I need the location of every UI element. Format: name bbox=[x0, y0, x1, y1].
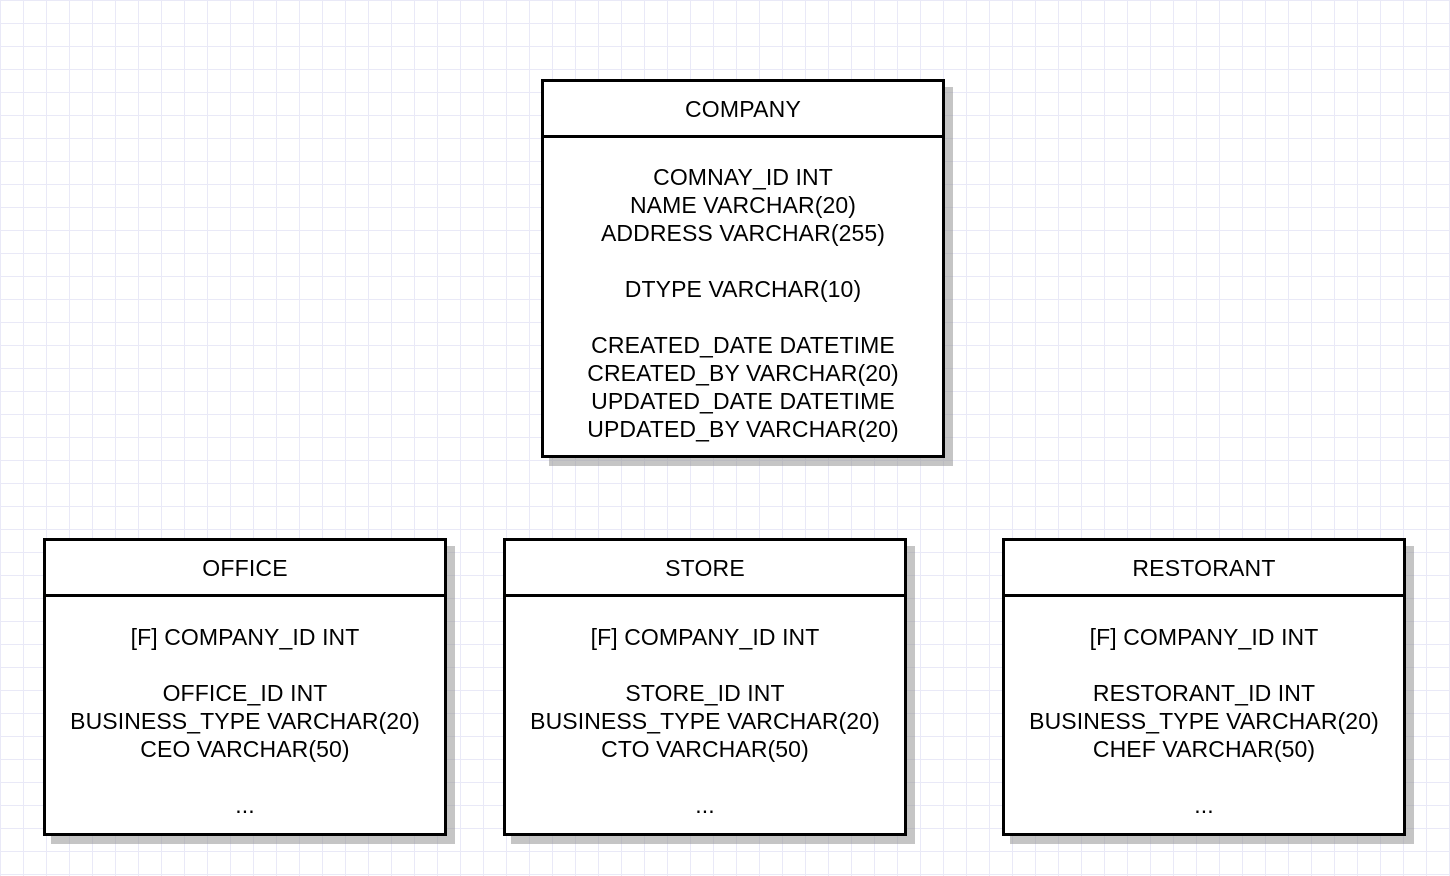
entity-body-restorant: [F] COMPANY_ID INT RESTORANT_ID INT BUSI… bbox=[1005, 597, 1403, 833]
entity-box-office[interactable]: OFFICE [F] COMPANY_ID INT OFFICE_ID INT … bbox=[43, 538, 447, 836]
entity-title-store: STORE bbox=[665, 554, 745, 581]
entity-title-company: COMPANY bbox=[685, 95, 801, 122]
attribute-row: STORE_ID INT bbox=[625, 680, 785, 706]
entity-body-company: COMNAY_ID INT NAME VARCHAR(20) ADDRESS V… bbox=[544, 138, 942, 455]
entity-header-store: STORE bbox=[506, 541, 904, 597]
attribute-row: BUSINESS_TYPE VARCHAR(20) bbox=[1029, 708, 1379, 734]
entity-header-office: OFFICE bbox=[46, 541, 444, 597]
attribute-row: CREATED_BY VARCHAR(20) bbox=[587, 360, 899, 386]
attribute-row-foreign-key: [F] COMPANY_ID INT bbox=[1089, 624, 1319, 650]
entity-box-company[interactable]: COMPANY COMNAY_ID INT NAME VARCHAR(20) A… bbox=[541, 79, 945, 458]
attribute-row: ADDRESS VARCHAR(255) bbox=[600, 220, 886, 246]
attribute-row: CTO VARCHAR(50) bbox=[601, 736, 809, 762]
attribute-row: BUSINESS_TYPE VARCHAR(20) bbox=[530, 708, 880, 734]
attribute-row: RESTORANT_ID INT bbox=[1092, 680, 1316, 706]
entity-box-store[interactable]: STORE [F] COMPANY_ID INT STORE_ID INT BU… bbox=[503, 538, 907, 836]
entity-box-restorant[interactable]: RESTORANT [F] COMPANY_ID INT RESTORANT_I… bbox=[1002, 538, 1406, 836]
attribute-row: COMNAY_ID INT bbox=[653, 164, 833, 190]
entity-header-company: COMPANY bbox=[544, 82, 942, 138]
attribute-row: DTYPE VARCHAR(10) bbox=[624, 276, 862, 302]
attribute-row-foreign-key: [F] COMPANY_ID INT bbox=[130, 624, 360, 650]
attribute-row: UPDATED_BY VARCHAR(20) bbox=[587, 416, 899, 442]
entity-title-restorant: RESTORANT bbox=[1132, 554, 1276, 581]
attribute-row: BUSINESS_TYPE VARCHAR(20) bbox=[70, 708, 420, 734]
attribute-row-foreign-key: [F] COMPANY_ID INT bbox=[590, 624, 820, 650]
entity-header-restorant: RESTORANT bbox=[1005, 541, 1403, 597]
attribute-row: CHEF VARCHAR(50) bbox=[1092, 736, 1316, 762]
attribute-row-ellipsis: ... bbox=[1194, 792, 1214, 818]
attribute-row-ellipsis: ... bbox=[235, 792, 255, 818]
attribute-row: OFFICE_ID INT bbox=[162, 680, 328, 706]
attribute-row: UPDATED_DATE DATETIME bbox=[591, 388, 895, 414]
entity-title-office: OFFICE bbox=[202, 554, 288, 581]
attribute-row: NAME VARCHAR(20) bbox=[629, 192, 857, 218]
attribute-row: CREATED_DATE DATETIME bbox=[591, 332, 895, 358]
entity-body-office: [F] COMPANY_ID INT OFFICE_ID INT BUSINES… bbox=[46, 597, 444, 833]
entity-body-store: [F] COMPANY_ID INT STORE_ID INT BUSINESS… bbox=[506, 597, 904, 833]
attribute-row: CEO VARCHAR(50) bbox=[140, 736, 350, 762]
attribute-row-ellipsis: ... bbox=[695, 792, 715, 818]
